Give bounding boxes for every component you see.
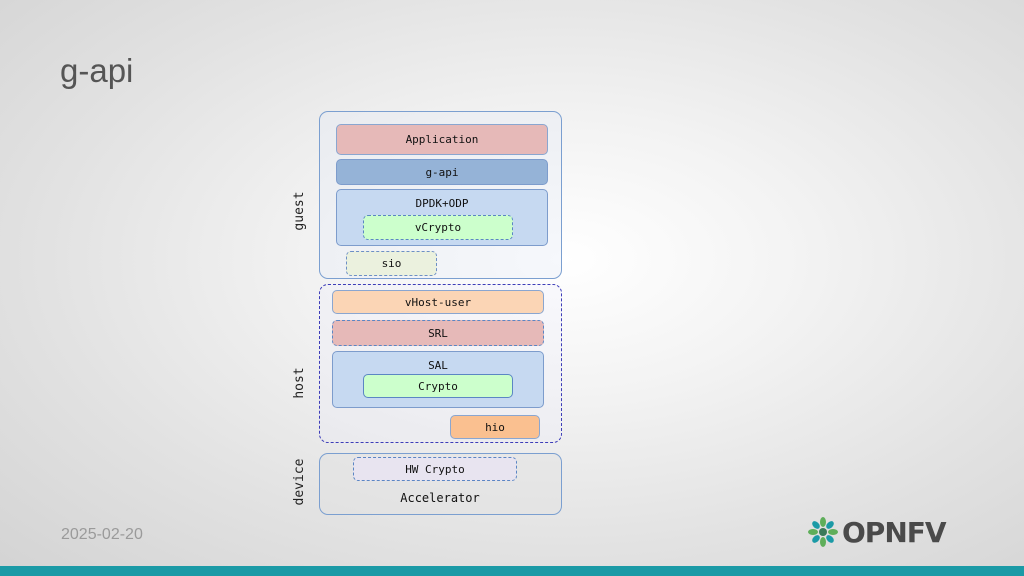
opnfv-flower-icon [808, 517, 838, 547]
crypto-box: Crypto [363, 374, 513, 398]
vhost-user-box: vHost-user [332, 290, 544, 314]
guest-layer-label: guest [292, 191, 307, 231]
device-layer-label: device [292, 458, 307, 506]
hio-box: hio [450, 415, 540, 439]
application-box: Application [336, 124, 548, 155]
slide-date: 2025-02-20 [61, 526, 143, 543]
bottom-accent-bar [0, 566, 1024, 576]
opnfv-logo: OPNFV [806, 514, 947, 550]
sio-box: sio [346, 251, 437, 276]
host-layer-label: host [292, 367, 307, 399]
slide-title: g-api [60, 52, 134, 89]
vcrypto-box: vCrypto [363, 215, 513, 240]
opnfv-logo-text: OPNFV [842, 516, 947, 549]
gapi-box: g-api [336, 159, 548, 185]
accelerator-label: Accelerator [400, 491, 480, 505]
hw-crypto-box: HW Crypto [353, 457, 517, 481]
srl-box: SRL [332, 320, 544, 346]
